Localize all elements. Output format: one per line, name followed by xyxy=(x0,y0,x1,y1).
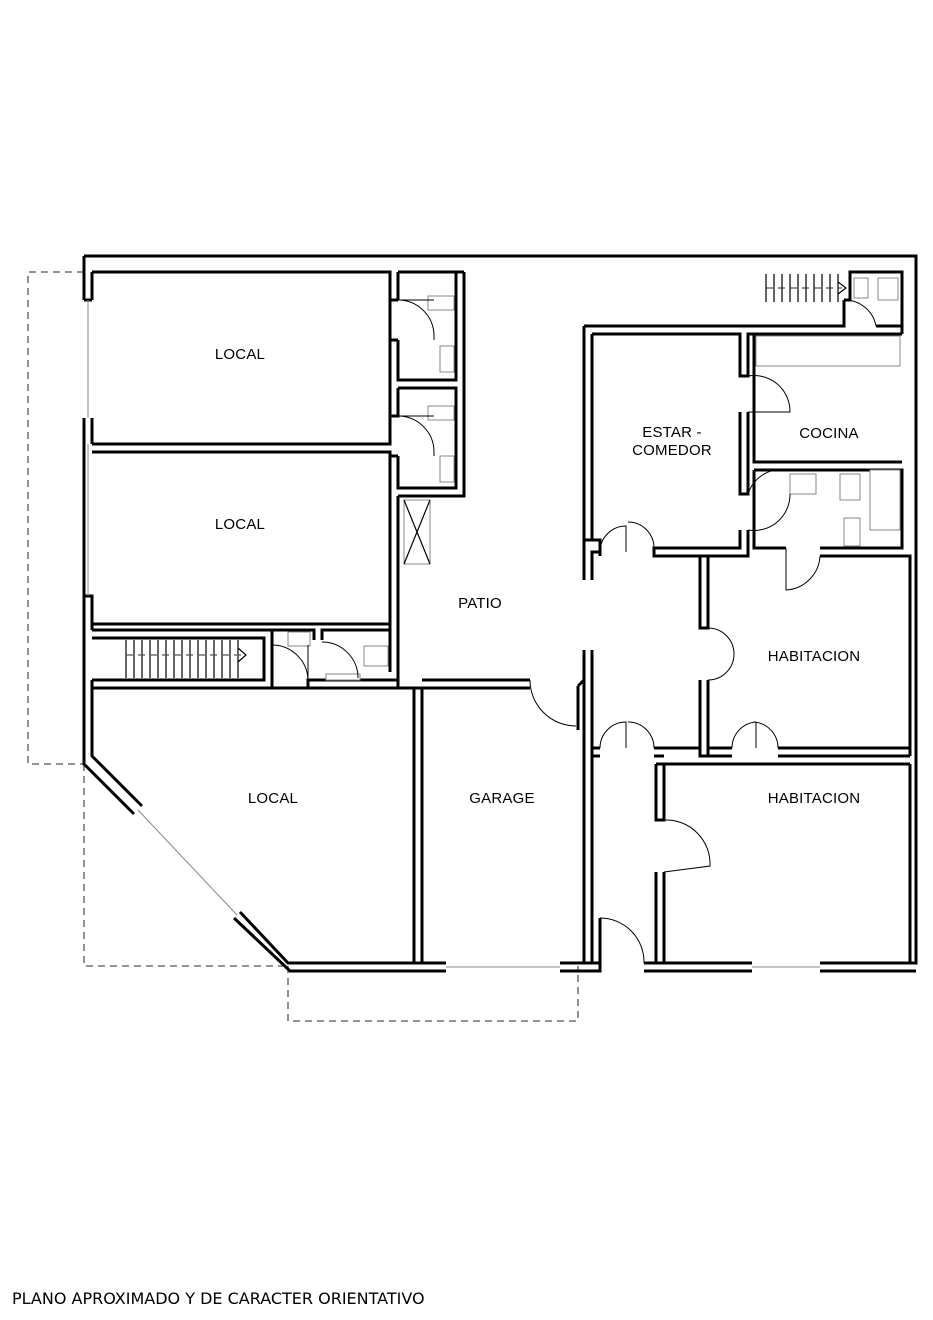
room-label-patio: PATIO xyxy=(458,595,502,612)
fixtures xyxy=(287,277,901,681)
room-label-comedor: COMEDOR xyxy=(632,442,712,459)
room-label-cocina: COCINA xyxy=(799,425,859,442)
left-locales xyxy=(92,270,586,963)
doors xyxy=(271,299,877,964)
room-label-local-3: LOCAL xyxy=(248,790,298,807)
plan-caption: PLANO APROXIMADO Y DE CARACTER ORIENTATI… xyxy=(12,1289,425,1308)
room-label-local-2: LOCAL xyxy=(215,516,265,533)
room-label-local-1: LOCAL xyxy=(215,346,265,363)
stairs xyxy=(125,281,847,678)
outer-walls xyxy=(82,254,918,973)
room-labels: LOCAL LOCAL LOCAL PATIO GARAGE ESTAR - C… xyxy=(215,346,860,807)
room-label-garage: GARAGE xyxy=(469,790,534,807)
projection-outlines xyxy=(27,271,579,1022)
room-label-habitacion-2: HABITACION xyxy=(768,790,861,807)
room-label-estar: ESTAR - xyxy=(642,424,701,441)
residence-walls xyxy=(582,270,912,963)
room-label-habitacion-1: HABITACION xyxy=(768,648,861,665)
